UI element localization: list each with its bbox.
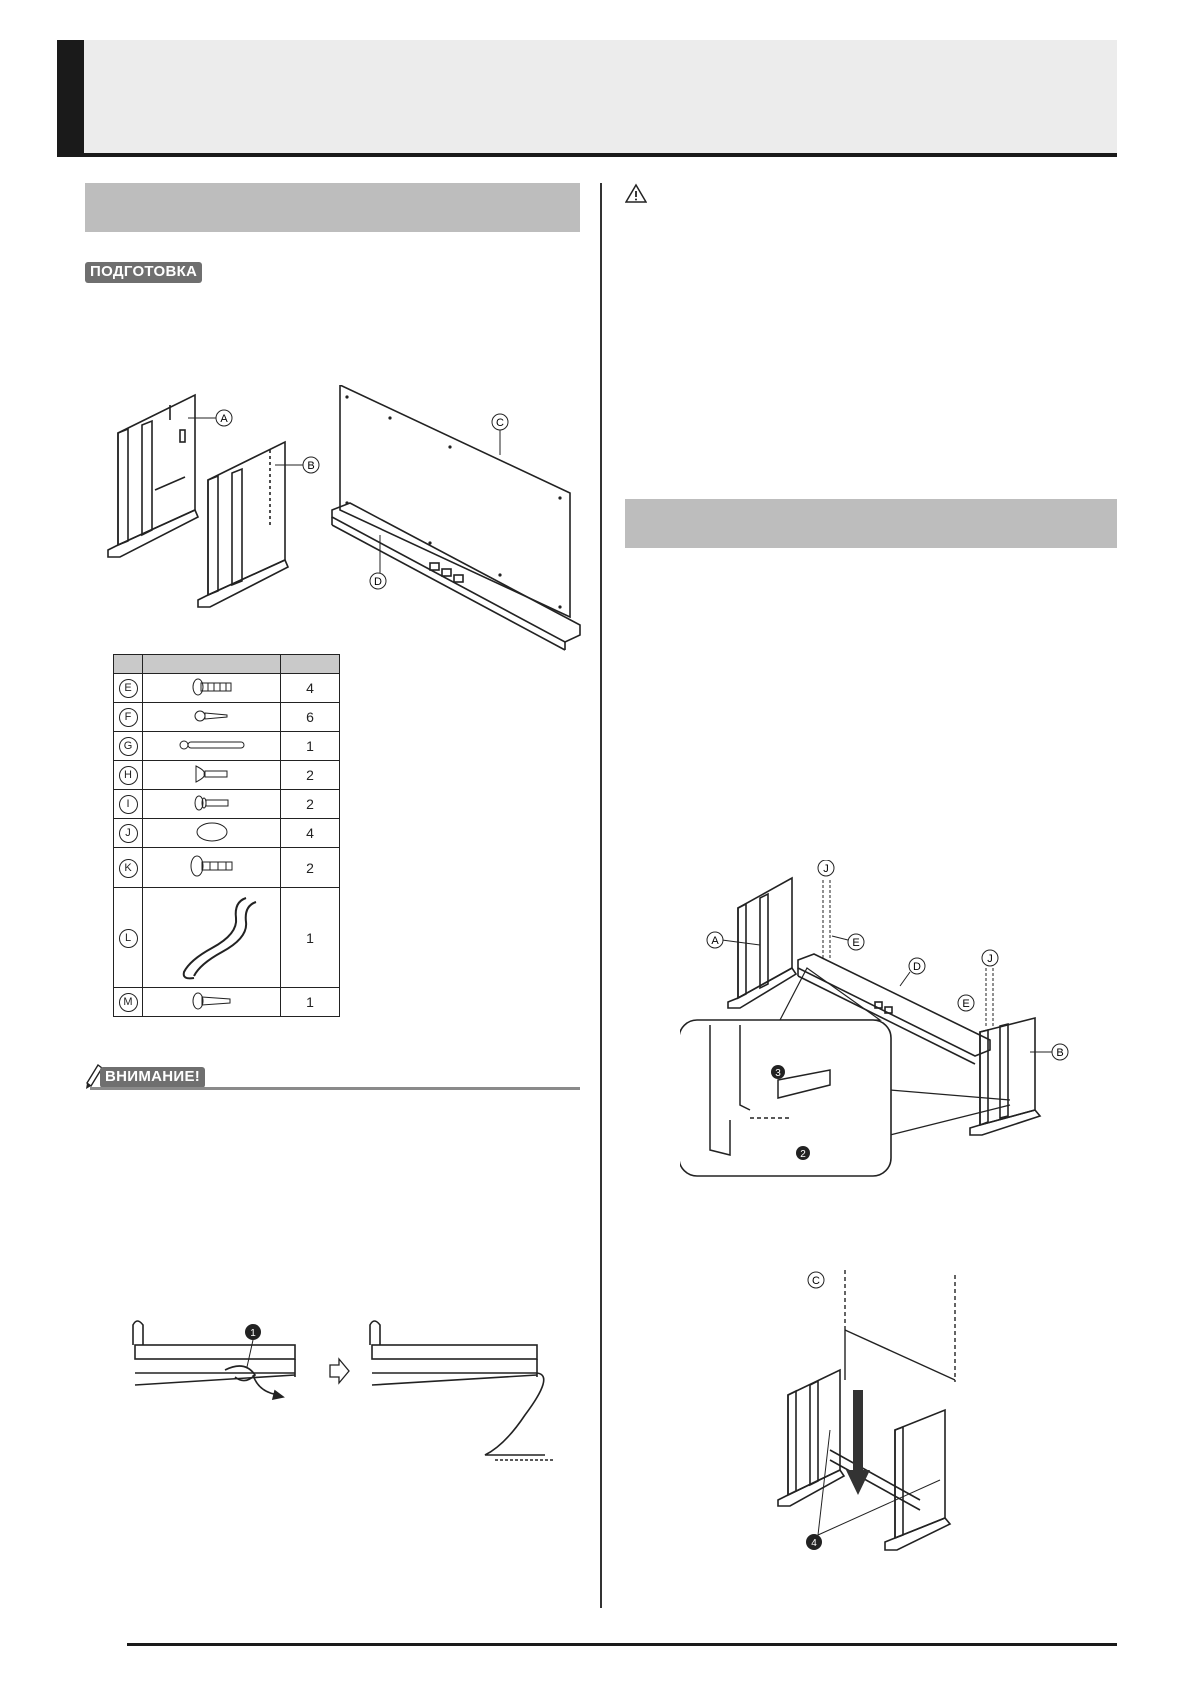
- headphone-hook-icon: [182, 897, 256, 980]
- table-row: G 1: [113, 731, 340, 761]
- assembly-figure: A D B J E J E 3 2: [680, 860, 1069, 1177]
- parts-header-cell: [113, 654, 143, 674]
- page-header-band: [57, 40, 1117, 153]
- table-row: I 2: [113, 789, 340, 819]
- table-row: H 2: [113, 760, 340, 790]
- part-qty: 1: [280, 987, 340, 1017]
- part-letter: K: [118, 858, 138, 878]
- large-screw-icon: [190, 855, 232, 877]
- label-b-assembly: B: [1056, 1047, 1063, 1059]
- part-qty: 2: [280, 847, 340, 888]
- stand-parts-figure: A B C D: [107, 385, 581, 651]
- wing-screw-icon: [195, 764, 227, 783]
- label-e-right: E: [962, 998, 969, 1010]
- parts-header-cell: [142, 654, 281, 674]
- label-e-left: E: [852, 937, 859, 949]
- caution-tag: ВНИМАНИЕ!: [100, 1067, 206, 1088]
- parts-header-cell: [280, 654, 340, 674]
- arrow-right-icon: [329, 1357, 350, 1385]
- part-qty: 4: [280, 818, 340, 848]
- part-letter: I: [118, 795, 138, 814]
- table-row: E 4: [113, 673, 340, 703]
- cable-tie-icon: [179, 740, 244, 749]
- part-qty: 1: [280, 887, 340, 988]
- label-b: B: [307, 460, 314, 472]
- part-qty: 6: [280, 702, 340, 732]
- label-c-panel: C: [812, 1275, 820, 1287]
- callout-3: 3: [775, 1068, 781, 1079]
- part-letter: G: [118, 737, 138, 756]
- page-header-block: [57, 40, 84, 156]
- label-a-assembly: A: [711, 935, 719, 947]
- part-qty: 4: [280, 673, 340, 703]
- table-row: L 1: [113, 887, 340, 988]
- label-d-assembly: D: [913, 961, 921, 973]
- part-letter: M: [118, 993, 138, 1012]
- part-qty: 1: [280, 731, 340, 761]
- label-c: C: [496, 417, 504, 429]
- label-j-left: J: [823, 863, 829, 875]
- washer-screw-icon: [194, 795, 228, 810]
- page-footer-rule: [127, 1643, 1117, 1646]
- table-row: M 1: [113, 987, 340, 1017]
- preparation-tag: ПОДГОТОВКА: [85, 262, 203, 283]
- parts-table: E 4 F 6 G 1 H 2 I 2 J 4 K 2 L 1 M 1: [113, 654, 340, 1017]
- caution-rule: [90, 1087, 580, 1090]
- hook-screw-icon: [192, 992, 230, 1009]
- label-a: A: [220, 413, 228, 425]
- part-letter: F: [118, 708, 138, 727]
- part-letter: H: [118, 766, 138, 785]
- label-d: D: [374, 576, 382, 588]
- callout-1: 1: [250, 1328, 256, 1339]
- part-letter: L: [118, 928, 138, 948]
- parts-table-header: [113, 654, 340, 674]
- cap-icon: [196, 822, 227, 841]
- table-row: J 4: [113, 818, 340, 848]
- screw-icon: [192, 678, 231, 695]
- warning-icon: [625, 183, 647, 203]
- callout-2: 2: [800, 1149, 806, 1160]
- small-screw-icon: [194, 710, 227, 721]
- section-bar-left: [85, 183, 580, 232]
- column-divider: [600, 183, 602, 1608]
- page-header-rule: [57, 153, 1117, 157]
- section-bar-right: [625, 499, 1117, 548]
- arrow-down-icon: [846, 1390, 870, 1495]
- callout-4: 4: [811, 1538, 817, 1549]
- label-j-right: J: [987, 953, 993, 965]
- part-letter: J: [118, 824, 138, 843]
- cable-routing-figure: 1: [132, 1320, 555, 1461]
- part-qty: 2: [280, 789, 340, 819]
- part-letter: E: [118, 679, 138, 698]
- table-row: K 2: [113, 847, 340, 888]
- panel-insertion-figure: C 4: [777, 1270, 956, 1551]
- table-row: F 6: [113, 702, 340, 732]
- part-qty: 2: [280, 760, 340, 790]
